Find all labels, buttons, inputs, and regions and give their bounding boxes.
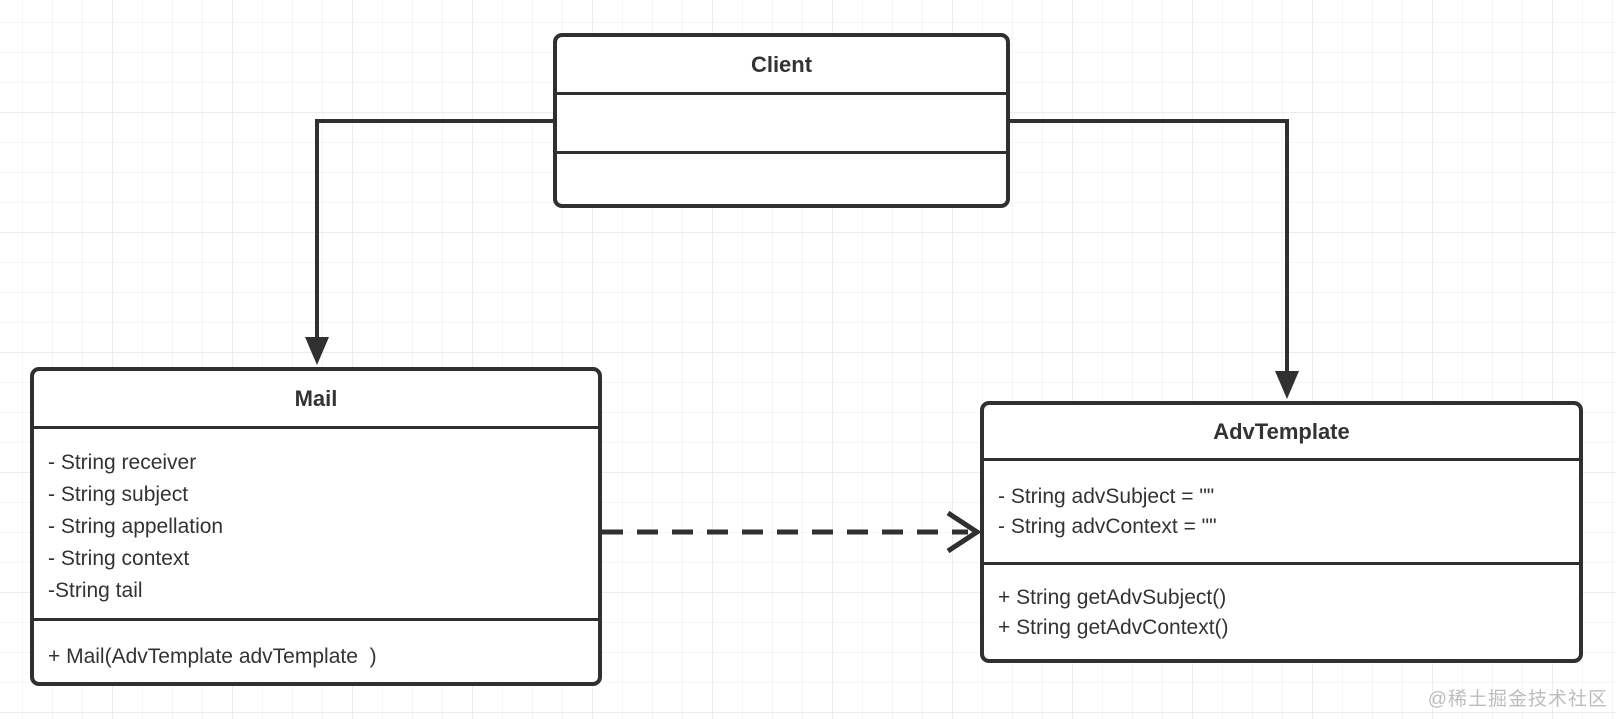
class-title-client: Client	[557, 37, 1006, 95]
dependency-mail-to-advtemplate[interactable]	[602, 510, 982, 554]
class-title-mail: Mail	[34, 371, 598, 429]
attribute-line: -String tail	[48, 579, 143, 602]
class-box-advtemplate[interactable]: AdvTemplate - String advSubject = "" - S…	[980, 401, 1583, 663]
advtemplate-methods-compartment: + String getAdvSubject() + String getAdv…	[984, 565, 1579, 659]
mail-attributes-compartment: - String receiver - String subject - Str…	[34, 429, 598, 621]
association-client-to-advtemplate[interactable]	[1010, 119, 1299, 399]
attribute-line: - String subject	[48, 483, 189, 506]
attribute-line: - String advSubject = ""	[998, 485, 1215, 508]
attribute-line: - String appellation	[48, 515, 224, 538]
client-methods-compartment	[557, 154, 1006, 204]
attribute-line: - String receiver	[48, 451, 197, 474]
client-attributes-compartment	[557, 95, 1006, 154]
class-title-advtemplate: AdvTemplate	[984, 405, 1579, 461]
attribute-line: - String advContext = ""	[998, 515, 1217, 538]
method-line: + String getAdvSubject()	[998, 586, 1227, 609]
attribute-line: - String context	[48, 547, 190, 570]
class-box-client[interactable]: Client	[553, 33, 1010, 208]
advtemplate-attributes-compartment: - String advSubject = "" - String advCon…	[984, 461, 1579, 565]
method-line: + String getAdvContext()	[998, 616, 1229, 639]
method-line: + Mail(AdvTemplate advTemplate )	[48, 645, 377, 668]
class-box-mail[interactable]: Mail - String receiver - String subject …	[30, 367, 602, 686]
association-client-to-mail[interactable]	[305, 119, 553, 365]
mail-methods-compartment: + Mail(AdvTemplate advTemplate )	[34, 621, 598, 682]
watermark: @稀土掘金技术社区	[1427, 689, 1608, 710]
